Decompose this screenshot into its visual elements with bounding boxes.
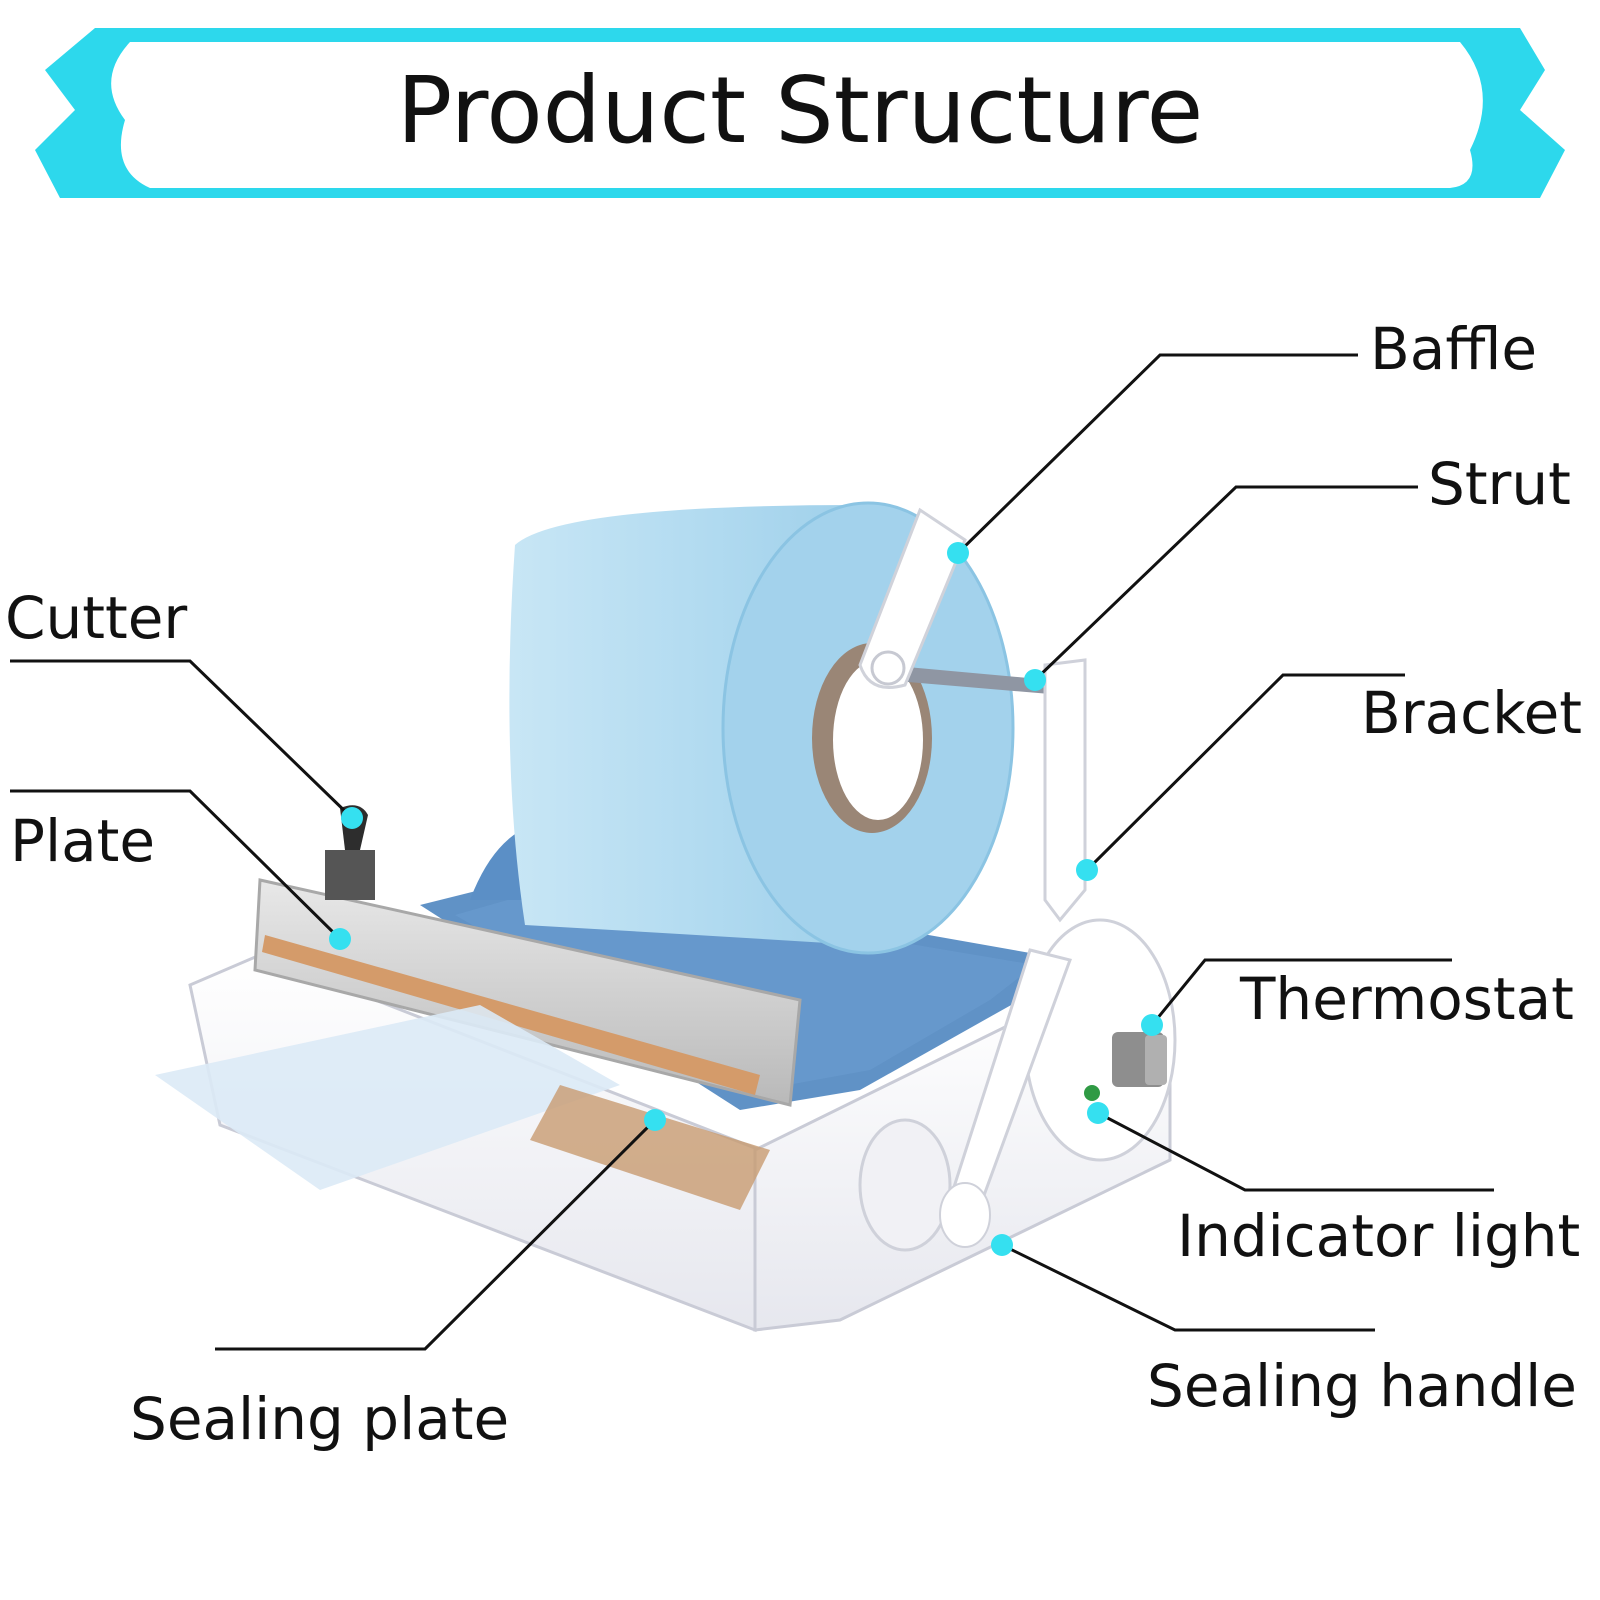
label-plate: Plate	[10, 807, 156, 875]
label-thermostat: Thermostat	[1240, 965, 1574, 1033]
label-sealing-plate: Sealing plate	[130, 1385, 510, 1453]
thermostat-marker	[1141, 1014, 1163, 1036]
strut-marker	[1024, 669, 1046, 691]
sealing-plate-leader	[215, 1118, 657, 1351]
label-strut: Strut	[1428, 450, 1571, 518]
label-indicator-light: Indicator light	[1177, 1202, 1581, 1270]
bracket-leader	[1085, 673, 1405, 872]
label-baffle: Baffle	[1370, 315, 1538, 383]
sealing-handle-leader	[1001, 1243, 1375, 1332]
diagram-title: Product Structure	[397, 57, 1204, 164]
bracket-marker	[1076, 859, 1098, 881]
cutter-marker	[341, 807, 363, 829]
sealing-machine-illustration	[155, 501, 1177, 1333]
label-cutter: Cutter	[5, 584, 188, 652]
plate-marker	[329, 928, 351, 950]
sealing-plate-marker	[644, 1109, 666, 1131]
indicator-light-leader	[1097, 1111, 1494, 1192]
plate-leader	[10, 789, 342, 941]
label-bracket: Bracket	[1361, 679, 1583, 747]
title-banner: Product Structure	[35, 28, 1565, 198]
baffle-leader	[956, 353, 1358, 555]
cutter-leader	[10, 659, 354, 820]
baffle-marker	[947, 542, 969, 564]
label-sealing-handle: Sealing handle	[1147, 1352, 1577, 1420]
markers	[329, 542, 1163, 1256]
indicator-light-marker	[1087, 1102, 1109, 1124]
leader-lines	[10, 353, 1494, 1351]
strut-leader	[1033, 485, 1418, 682]
thermostat-leader	[1150, 958, 1452, 1026]
sealing-handle-marker	[991, 1234, 1013, 1256]
